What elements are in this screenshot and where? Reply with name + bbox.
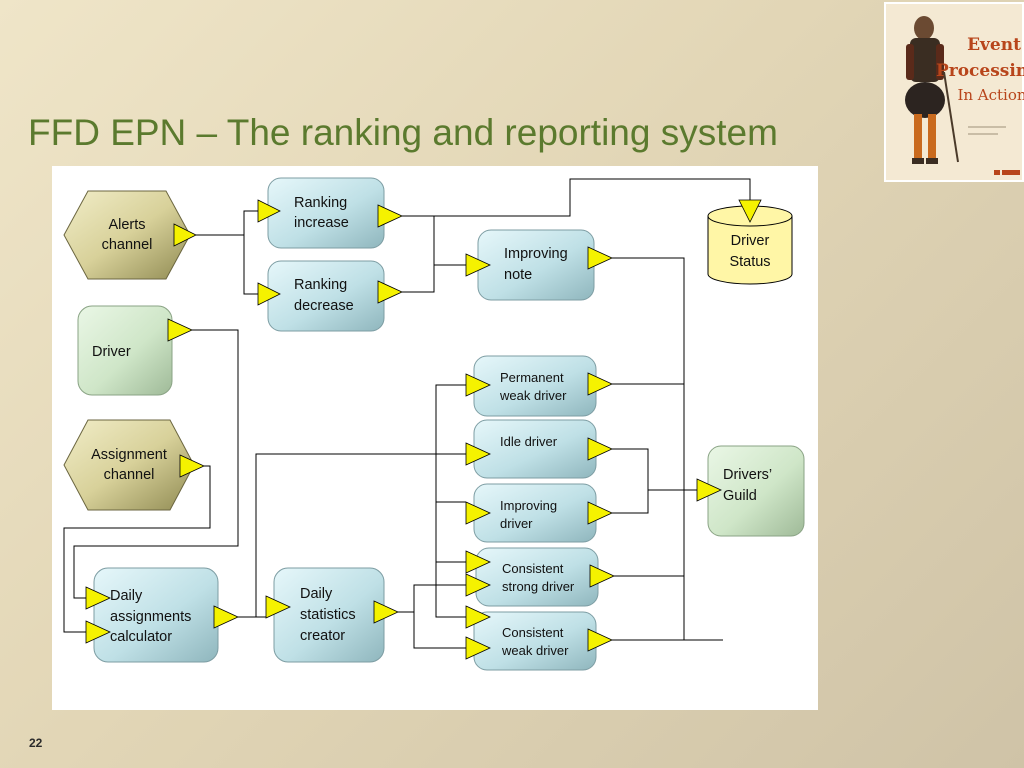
driver-node: Driver <box>77 305 193 396</box>
improving-driver-label-line1: Improving <box>500 498 557 513</box>
driver-output-port <box>167 318 193 342</box>
drivers-guild-label-line1: Drivers’ <box>723 467 772 483</box>
cover-title-line1: Event <box>967 35 1021 55</box>
daily-assignments-input-port-2 <box>85 620 111 644</box>
consistent-weak-driver-label-line2: weak driver <box>501 643 569 658</box>
connector-assignment-to-assignments <box>63 465 211 633</box>
ranking-decrease-label-line2: decrease <box>294 298 354 314</box>
ranking-increase-output-port <box>377 204 403 228</box>
assignment-channel-output-port <box>179 454 205 478</box>
consistent-strong-driver-node: Consistent strong driver <box>465 547 615 607</box>
idle-driver-label: Idle driver <box>500 434 558 449</box>
improving-note-input-port <box>465 253 491 277</box>
idle-driver-output-port <box>587 437 613 461</box>
consistent-strong-driver-input-port-1 <box>465 550 491 574</box>
improving-driver-node: Improving driver <box>465 483 613 543</box>
page-number: 22 <box>29 736 43 750</box>
epn-diagram-canvas: Alerts channel Driver Assignment channel… <box>63 177 805 671</box>
improving-driver-input-port <box>465 501 491 525</box>
connector-driver-to-assignments <box>73 329 239 599</box>
alerts-channel-node: Alerts channel <box>63 190 197 280</box>
ranking-increase-node: Ranking increase <box>257 177 403 249</box>
connector-ranking-increase-to-driver-status <box>400 178 751 217</box>
drivers-guild-input-port <box>696 478 722 502</box>
connector-alerts-to-ranking-decrease <box>243 235 258 295</box>
alerts-channel-label-line1: Alerts <box>108 217 145 233</box>
cover-figure-illustration <box>905 16 959 164</box>
daily-statistics-label-line1: Daily <box>300 586 333 602</box>
ranking-decrease-output-port <box>377 280 403 304</box>
ranking-increase-label-line1: Ranking <box>294 195 347 211</box>
consistent-strong-driver-label-line2: strong driver <box>502 579 575 594</box>
driver-status-label-line1: Driver <box>731 233 770 249</box>
cover-title-line2: Processing <box>936 61 1024 81</box>
permanent-weak-driver-label-line1: Permanent <box>500 370 564 385</box>
connector-statistics-to-consistent-weak <box>413 612 466 649</box>
idle-driver-input-port <box>465 442 491 466</box>
consistent-strong-driver-label-line1: Consistent <box>502 561 564 576</box>
cover-title-line3: In Action <box>957 86 1024 104</box>
connector-statistics-to-permanent-weak <box>435 384 466 585</box>
consistent-weak-driver-input-port-1 <box>465 605 491 629</box>
connector-improving-note-to-guild <box>610 257 723 641</box>
connector-statistics-to-consistent-weak-b <box>435 585 466 618</box>
daily-statistics-label-line2: statistics <box>300 607 356 623</box>
connector-improving-driver-to-guild <box>610 490 649 514</box>
epn-diagram: Alerts channel Driver Assignment channel… <box>52 166 818 710</box>
slide-title: FFD EPN – The ranking and reporting syst… <box>28 112 778 153</box>
assignment-channel-label-line1: Assignment <box>91 447 167 463</box>
driver-status-store-node: Driver Status <box>707 199 793 285</box>
daily-assignments-label-line1: Daily <box>110 588 143 604</box>
consistent-weak-driver-output-port <box>587 628 613 652</box>
permanent-weak-driver-output-port <box>587 372 613 396</box>
consistent-weak-driver-label-line1: Consistent <box>502 625 564 640</box>
permanent-weak-driver-node: Permanent weak driver <box>465 355 613 417</box>
daily-assignments-output-port <box>213 605 239 629</box>
ranking-increase-input-port <box>257 199 281 223</box>
driver-label: Driver <box>92 344 131 360</box>
daily-assignments-calculator-node: Daily assignments calculator <box>85 567 239 663</box>
connector-ranking-increase-to-improving-note <box>400 215 466 266</box>
ranking-decrease-label-line1: Ranking <box>294 277 347 293</box>
idle-driver-node: Idle driver <box>465 419 613 479</box>
assignment-channel-node: Assignment channel <box>63 419 205 511</box>
permanent-weak-driver-label-line2: weak driver <box>499 388 567 403</box>
drivers-guild-node: Drivers’ Guild <box>696 445 805 537</box>
ranking-decrease-input-port <box>257 282 281 306</box>
alerts-channel-output-port <box>173 223 197 247</box>
daily-statistics-input-port <box>265 595 291 619</box>
daily-statistics-creator-node: Daily statistics creator <box>265 567 399 663</box>
drivers-guild-label-line2: Guild <box>723 488 757 504</box>
daily-assignments-label-line3: calculator <box>110 629 172 645</box>
daily-assignments-input-port-1 <box>85 586 111 610</box>
connection-lines <box>63 178 751 649</box>
alerts-channel-label-line2: channel <box>102 237 153 253</box>
consistent-strong-driver-input-port-2 <box>465 573 491 597</box>
consistent-strong-driver-output-port <box>589 564 615 588</box>
daily-assignments-label-line2: assignments <box>110 609 191 625</box>
improving-note-label-line1: Improving <box>504 246 568 262</box>
permanent-weak-driver-input-port <box>465 373 491 397</box>
daily-statistics-label-line3: creator <box>300 628 345 644</box>
connector-ranking-decrease-to-improving-note <box>400 265 435 293</box>
driver-status-label-line2: Status <box>729 254 770 270</box>
daily-statistics-output-port <box>373 600 399 624</box>
ranking-decrease-node: Ranking decrease <box>257 260 403 332</box>
connector-idle-driver-to-guild <box>610 448 697 491</box>
ranking-increase-label-line2: increase <box>294 215 349 231</box>
connector-statistics-bus <box>397 584 436 613</box>
driver-status-input-port <box>738 199 762 223</box>
improving-driver-output-port <box>587 501 613 525</box>
connector-assignments-to-idle-driver <box>255 453 466 617</box>
improving-note-label-line2: note <box>504 267 532 283</box>
connector-alerts-to-ranking <box>195 210 258 236</box>
consistent-weak-driver-input-port-2 <box>465 636 491 660</box>
book-cover-art: Event Processing In Action <box>884 2 1024 182</box>
improving-note-output-port <box>587 246 613 270</box>
improving-note-node: Improving note <box>465 229 613 301</box>
assignment-channel-label-line2: channel <box>104 467 155 483</box>
improving-driver-label-line2: driver <box>500 516 533 531</box>
consistent-weak-driver-node: Consistent weak driver <box>465 605 613 671</box>
book-cover-image: Event Processing In Action <box>884 2 1024 182</box>
